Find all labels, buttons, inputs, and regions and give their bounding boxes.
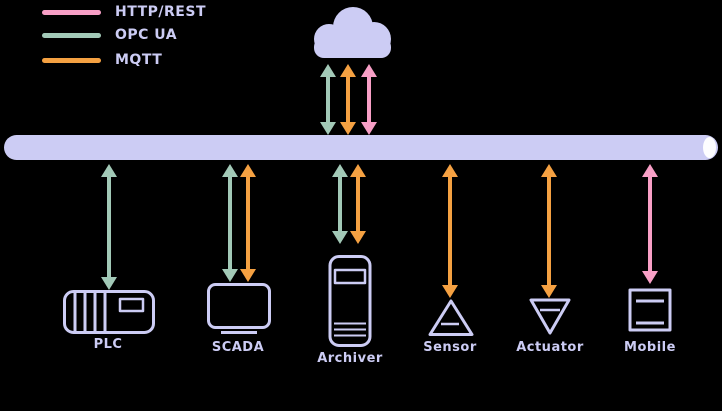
label-plc: PLC (93, 337, 123, 352)
legend-label-mqtt: MQTT (115, 52, 163, 68)
bus-end-cap (703, 137, 716, 158)
cloud-icon (308, 4, 394, 59)
label-scada: SCADA (211, 340, 265, 355)
http-arrow-cloud (361, 64, 377, 135)
legend-item-opcua: OPC UA (42, 26, 177, 44)
scada-monitor-icon (207, 283, 271, 335)
label-sensor: Sensor (423, 340, 477, 355)
opcua-arrow-archiver (332, 164, 348, 244)
label-mobile: Mobile (624, 340, 676, 355)
mqtt-line-swatch (42, 57, 101, 63)
label-actuator: Actuator (516, 340, 584, 355)
network-bus (4, 135, 718, 160)
mqtt-arrow-sensor (442, 164, 458, 298)
label-archiver: Archiver (317, 351, 383, 366)
opcua-arrow-plc (101, 164, 117, 290)
legend-item-mqtt: MQTT (42, 51, 162, 69)
archiver-server-icon (328, 255, 372, 348)
mobile-device-icon (628, 288, 672, 332)
http-line-swatch (42, 9, 101, 15)
http-arrow-mobile (642, 164, 658, 284)
sensor-triangle-icon (428, 299, 474, 337)
opcua-arrow-scada (222, 164, 238, 282)
legend-label-opcua: OPC UA (115, 27, 178, 43)
opcua-line-swatch (42, 32, 101, 38)
mqtt-arrow-scada (240, 164, 256, 282)
actuator-triangle-icon (529, 298, 571, 336)
legend-label-http: HTTP/REST (115, 4, 206, 20)
legend-item-http: HTTP/REST (42, 3, 206, 21)
mqtt-arrow-actuator (541, 164, 557, 298)
mqtt-arrow-archiver (350, 164, 366, 244)
mqtt-arrow-cloud (340, 64, 356, 135)
opcua-arrow-cloud (320, 64, 336, 135)
plc-icon (63, 290, 155, 334)
